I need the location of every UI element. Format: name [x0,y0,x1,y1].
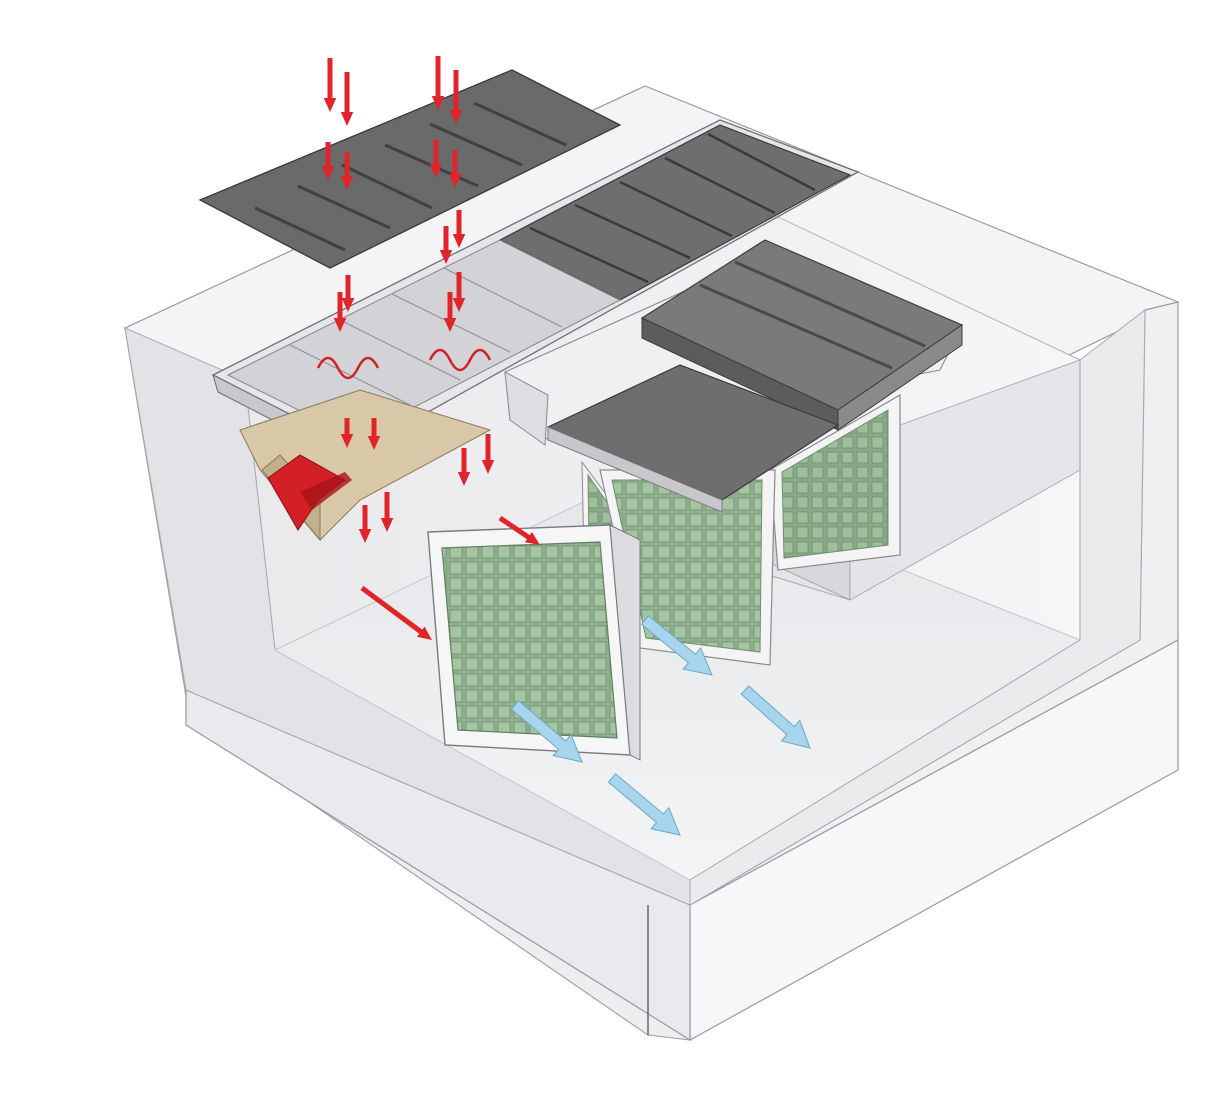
right-hood [546,239,964,513]
air-arrow [323,58,337,112]
incoming-air-arrows [321,56,540,640]
air-arrow [431,56,445,110]
air-arrow [457,448,471,486]
air-arrow [360,586,432,640]
outgoing-air-arrows [510,614,811,836]
filter-panel-front [427,524,641,761]
air-arrow [380,492,394,532]
air-arrow [341,275,355,312]
air-arrow [740,685,811,749]
air-arrow [452,272,466,312]
air-arrow [448,150,462,188]
air-arrow [333,292,347,332]
air-arrow [429,140,443,178]
air-arrow [439,226,453,264]
air-arrow [510,700,583,763]
air-arrow [481,434,495,474]
filter-panel-back-right [769,393,901,571]
heater-duct [239,389,492,542]
detached-roof-panel [198,69,622,269]
roof-panel-ribs [254,101,567,252]
air-arrow [358,505,372,543]
air-arrow [340,152,354,190]
air-arrow [340,418,354,448]
air-arrow [340,72,354,126]
air-arrow [498,515,540,545]
tray-dividers [289,267,563,406]
air-arrow [452,210,466,248]
air-arrow [449,70,463,124]
air-arrow [640,614,713,676]
channel-ribs [529,132,816,284]
air-arrow [367,418,381,450]
heating-wave-lines [316,348,492,380]
air-arrow [321,142,335,180]
hood-side [837,324,963,431]
air-arrow [607,773,681,836]
inner-right-wall [689,308,1146,906]
air-arrow [443,292,457,332]
